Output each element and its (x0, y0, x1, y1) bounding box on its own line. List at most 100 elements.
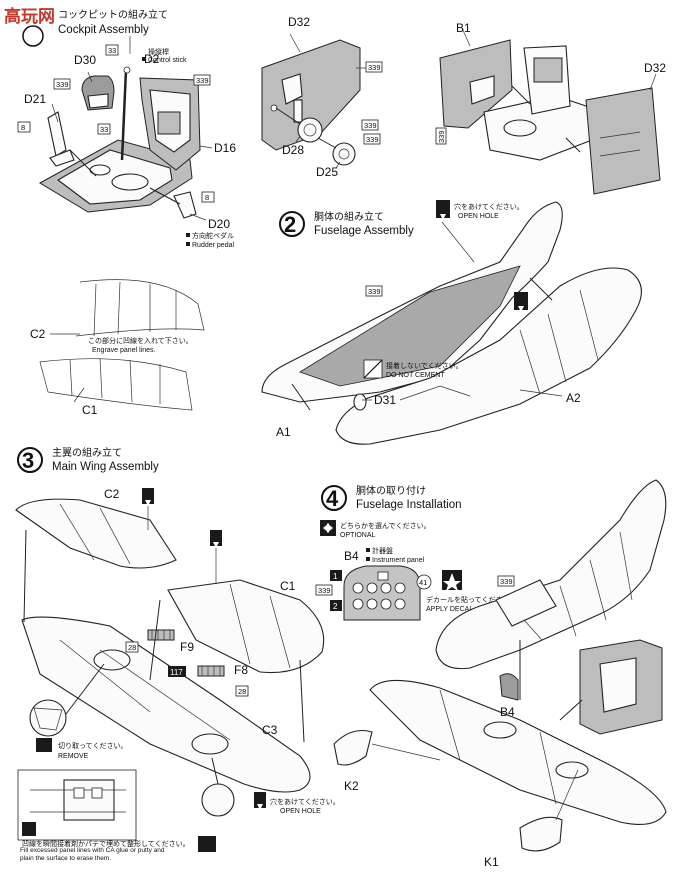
label-D2: D2 (144, 52, 160, 66)
label-D32-left: D32 (288, 15, 310, 29)
label-C3: C3 (262, 723, 278, 737)
label-F9: F9 (180, 640, 194, 654)
svg-text:穴をあけてください。: 穴をあけてください。 (454, 202, 524, 211)
label-C1-engrave: C1 (82, 403, 98, 417)
label-D28: D28 (282, 143, 304, 157)
label-D21: D21 (24, 92, 46, 106)
code-41: 41 (419, 578, 427, 587)
open-hole-icon-fuselage (514, 292, 528, 312)
svg-text:デカールを貼ってください。: デカールを貼ってください。 (426, 595, 516, 604)
open-hole-note-wing: 穴をあけてください。 OPEN HOLE (270, 797, 340, 815)
code-28-f8: 28 (238, 687, 246, 696)
fuselage-title-jp: 胴体の組み立て (314, 210, 384, 223)
code-339-b1: 339 (435, 127, 447, 145)
svg-text:切り取ってください。: 切り取ってください。 (58, 742, 127, 750)
svg-text:8: 8 (205, 193, 209, 202)
label-D32-right: D32 (644, 61, 666, 75)
optional-note: どちらかを選んでください。 OPTIONAL (320, 520, 431, 539)
engrave-panel-lines-drawing (39, 279, 205, 411)
cockpit-paint-codes: 33 339 339 33 8 8 (17, 44, 215, 203)
label-A2: A2 (566, 391, 581, 405)
cockpit-assembly-drawing (39, 36, 213, 221)
open-hole-note-fuselage: 穴をあけてください。 OPEN HOLE (436, 200, 524, 263)
fuselage-halves-drawing (261, 201, 642, 445)
instrument-jp: 計器盤 (372, 546, 393, 555)
svg-text:DO NOT CEMENT: DO NOT CEMENT (386, 372, 445, 379)
svg-text:2: 2 (284, 212, 296, 237)
svg-text:高玩网: 高玩网 (4, 6, 55, 27)
code-28-f9: 28 (128, 643, 136, 652)
control-stick-note: 操縦桿 Control stick (142, 47, 187, 64)
engrave-note-en: Engrave panel lines. (92, 347, 155, 354)
fill-panel-lines-note: 凹線を瞬間接着剤かパテで埋めて整形してください。 Fill excessed p… (20, 822, 216, 862)
label-D31: D31 (374, 393, 396, 407)
label-D16: D16 (214, 141, 236, 155)
label-K2: K2 (344, 779, 359, 793)
cockpit-title-en: Cockpit Assembly (58, 24, 149, 36)
open-hole-icons-wing (142, 488, 266, 810)
svg-text:8: 8 (21, 123, 25, 132)
code-339-d32: 339 (368, 63, 381, 72)
svg-text:接着しないでください。: 接着しないでください。 (386, 361, 463, 370)
svg-text:Control stick: Control stick (148, 57, 187, 64)
svg-text:操縦桿: 操縦桿 (148, 47, 169, 56)
instrument-panel-drawing (343, 565, 421, 621)
label-D25: D25 (316, 165, 338, 179)
installation-title-jp: 胴体の取り付け (356, 484, 426, 497)
svg-text:3: 3 (22, 448, 34, 473)
option-2: 2 (333, 602, 338, 611)
svg-text:339: 339 (196, 76, 209, 85)
instrument-en: Instrument panel (372, 557, 425, 564)
label-C1-wing: C1 (280, 579, 296, 593)
svg-text:4: 4 (326, 486, 339, 511)
svg-text:339: 339 (437, 130, 446, 143)
wing-title-en: Main Wing Assembly (52, 461, 159, 473)
code-339-d28: 339 (364, 121, 377, 130)
svg-text:どちらかを選んでください。: どちらかを選んでください。 (340, 521, 431, 530)
svg-text:REMOVE: REMOVE (58, 753, 89, 760)
label-F8: F8 (234, 663, 248, 677)
svg-text:33: 33 (100, 125, 108, 134)
watermark-logo: 高玩网 (2, 2, 64, 47)
label-C2-wing: C2 (104, 487, 120, 501)
code-339-fuselage: 339 (368, 287, 381, 296)
fuselage-title-en: Fuselage Assembly (314, 225, 414, 237)
svg-text:339: 339 (56, 80, 69, 89)
code-339-d25: 339 (366, 135, 379, 144)
code-339-panel: 339 (318, 586, 331, 595)
remove-note: 切り取ってください。 REMOVE (36, 738, 127, 760)
engrave-note-jp: この部分に凹線を入れて下さい。 (88, 336, 193, 345)
svg-text:穴をあけてください。: 穴をあけてください。 (270, 797, 340, 806)
option-1: 1 (333, 572, 338, 581)
rudder-pedal-note: 方向舵ペダル Rudder pedal (186, 231, 234, 249)
step2-header: 2 (279, 211, 305, 237)
label-D20: D20 (208, 217, 230, 231)
svg-text:OPEN HOLE: OPEN HOLE (458, 213, 499, 220)
step3-header: 3 (17, 447, 43, 473)
do-not-cement-note: 接着しないでください。 DO NOT CEMENT (363, 359, 463, 379)
svg-text:OPTIONAL: OPTIONAL (340, 532, 376, 539)
code-117: 117 (170, 668, 183, 677)
label-C2-engrave: C2 (30, 327, 46, 341)
wing-title-jp: 主翼の組み立て (52, 446, 122, 459)
cockpit-tub-b1-drawing (439, 27, 661, 195)
apply-decal-note: デカールを貼ってください。 APPLY DECAL (426, 570, 516, 613)
label-K1: K1 (484, 855, 499, 869)
label-B1: B1 (456, 21, 471, 35)
step4-header: 4 (321, 485, 347, 511)
label-B4-instrument: B4 (344, 549, 359, 563)
cockpit-title-jp: コックピットの組み立て (58, 8, 168, 21)
main-wing-drawing (15, 498, 325, 841)
fuselage-installation-drawing (333, 479, 667, 852)
svg-text:33: 33 (108, 46, 116, 55)
svg-text:APPLY DECAL: APPLY DECAL (426, 606, 473, 613)
svg-text:OPEN HOLE: OPEN HOLE (280, 808, 321, 815)
svg-text:Rudder pedal: Rudder pedal (192, 242, 234, 249)
svg-text:凹線を瞬間接着剤かパテで埋めて整形してください。: 凹線を瞬間接着剤かパテで埋めて整形してください。 (22, 839, 190, 848)
svg-text:方向舵ペダル: 方向舵ペダル (192, 231, 234, 240)
label-A1: A1 (276, 425, 291, 439)
label-B4: B4 (500, 705, 515, 719)
code-339-fuselage2: 339 (500, 577, 513, 586)
